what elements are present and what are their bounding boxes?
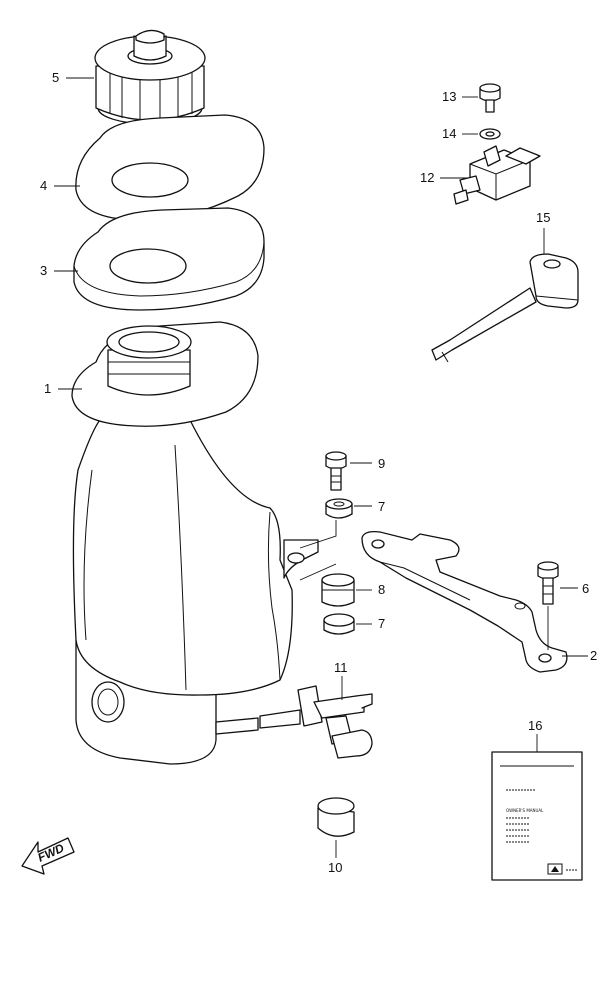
callout-5: 5 [52,70,59,85]
callout-7-lower: 7 [378,616,385,631]
oil-tank[interactable] [71,321,319,765]
callout-1: 1 [44,381,51,396]
manual-title: OWNER'S MANUAL [506,808,544,813]
callout-16: 16 [528,718,542,733]
fwd-arrow-icon: FWD [21,837,75,875]
bolt-13[interactable] [479,83,501,113]
gasket[interactable] [75,114,265,221]
callout-12: 12 [420,170,434,185]
bolt-6[interactable] [537,561,559,605]
tank-cap[interactable] [94,29,206,125]
oil-level-switch[interactable] [453,145,541,205]
callout-10: 10 [328,860,342,875]
washer-14[interactable] [479,128,501,140]
callout-2: 2 [590,648,597,663]
callout-3: 3 [40,263,47,278]
callout-9: 9 [378,456,385,471]
callout-4: 4 [40,178,47,193]
grommet-8[interactable] [321,573,355,607]
tank-bracket[interactable] [361,530,568,673]
collar-7-lower[interactable] [323,613,355,635]
callout-13: 13 [442,89,456,104]
drain-cock[interactable] [259,685,373,759]
owners-manual[interactable]: OWNER'S MANUAL [491,751,583,881]
packing[interactable] [73,207,265,311]
callout-6: 6 [582,581,589,596]
float-lever[interactable] [431,253,579,363]
callout-8: 8 [378,582,385,597]
callout-14: 14 [442,126,456,141]
bolt-9[interactable] [325,451,347,491]
callout-11: 11 [334,660,348,675]
callout-7-upper: 7 [378,499,385,514]
callout-15: 15 [536,210,550,225]
plug-cap[interactable] [317,797,355,837]
collar-7-upper[interactable] [325,498,353,519]
